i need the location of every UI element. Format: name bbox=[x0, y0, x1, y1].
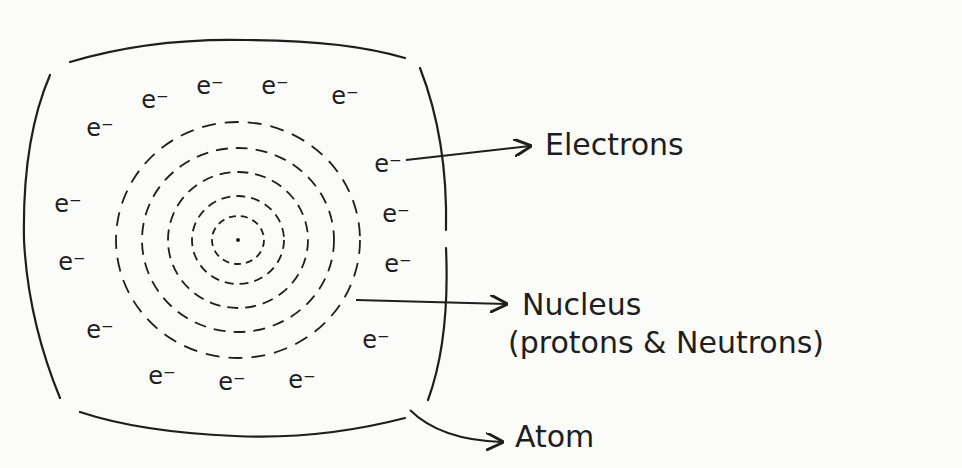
part-label: Nucleus bbox=[522, 288, 641, 321]
electron-symbol: e⁻ bbox=[86, 115, 113, 141]
electron-symbol: e⁻ bbox=[382, 201, 409, 227]
electron-symbol: e⁻ bbox=[261, 73, 288, 99]
electron-symbol: e⁻ bbox=[384, 251, 411, 277]
electron-symbol: e⁻ bbox=[218, 369, 245, 395]
electron-symbol: e⁻ bbox=[58, 249, 85, 275]
electron-symbol: e⁻ bbox=[362, 327, 389, 353]
electron-symbol: e⁻ bbox=[141, 87, 168, 113]
nucleus-rings bbox=[116, 122, 360, 358]
electron-symbol: e⁻ bbox=[196, 73, 223, 99]
electron-symbol: e⁻ bbox=[288, 367, 315, 393]
electron-symbol: e⁻ bbox=[54, 191, 81, 217]
part-label: Electrons bbox=[545, 128, 684, 161]
part-label: (protons & Neutrons) bbox=[508, 326, 824, 359]
electron-symbol: e⁻ bbox=[374, 151, 401, 177]
electron-symbol: e⁻ bbox=[86, 317, 113, 343]
electron-symbol: e⁻ bbox=[331, 83, 358, 109]
atom-outline bbox=[24, 40, 447, 437]
part-label: Atom bbox=[515, 420, 594, 453]
leader-lines bbox=[356, 146, 530, 442]
electron-symbol: e⁻ bbox=[148, 363, 175, 389]
